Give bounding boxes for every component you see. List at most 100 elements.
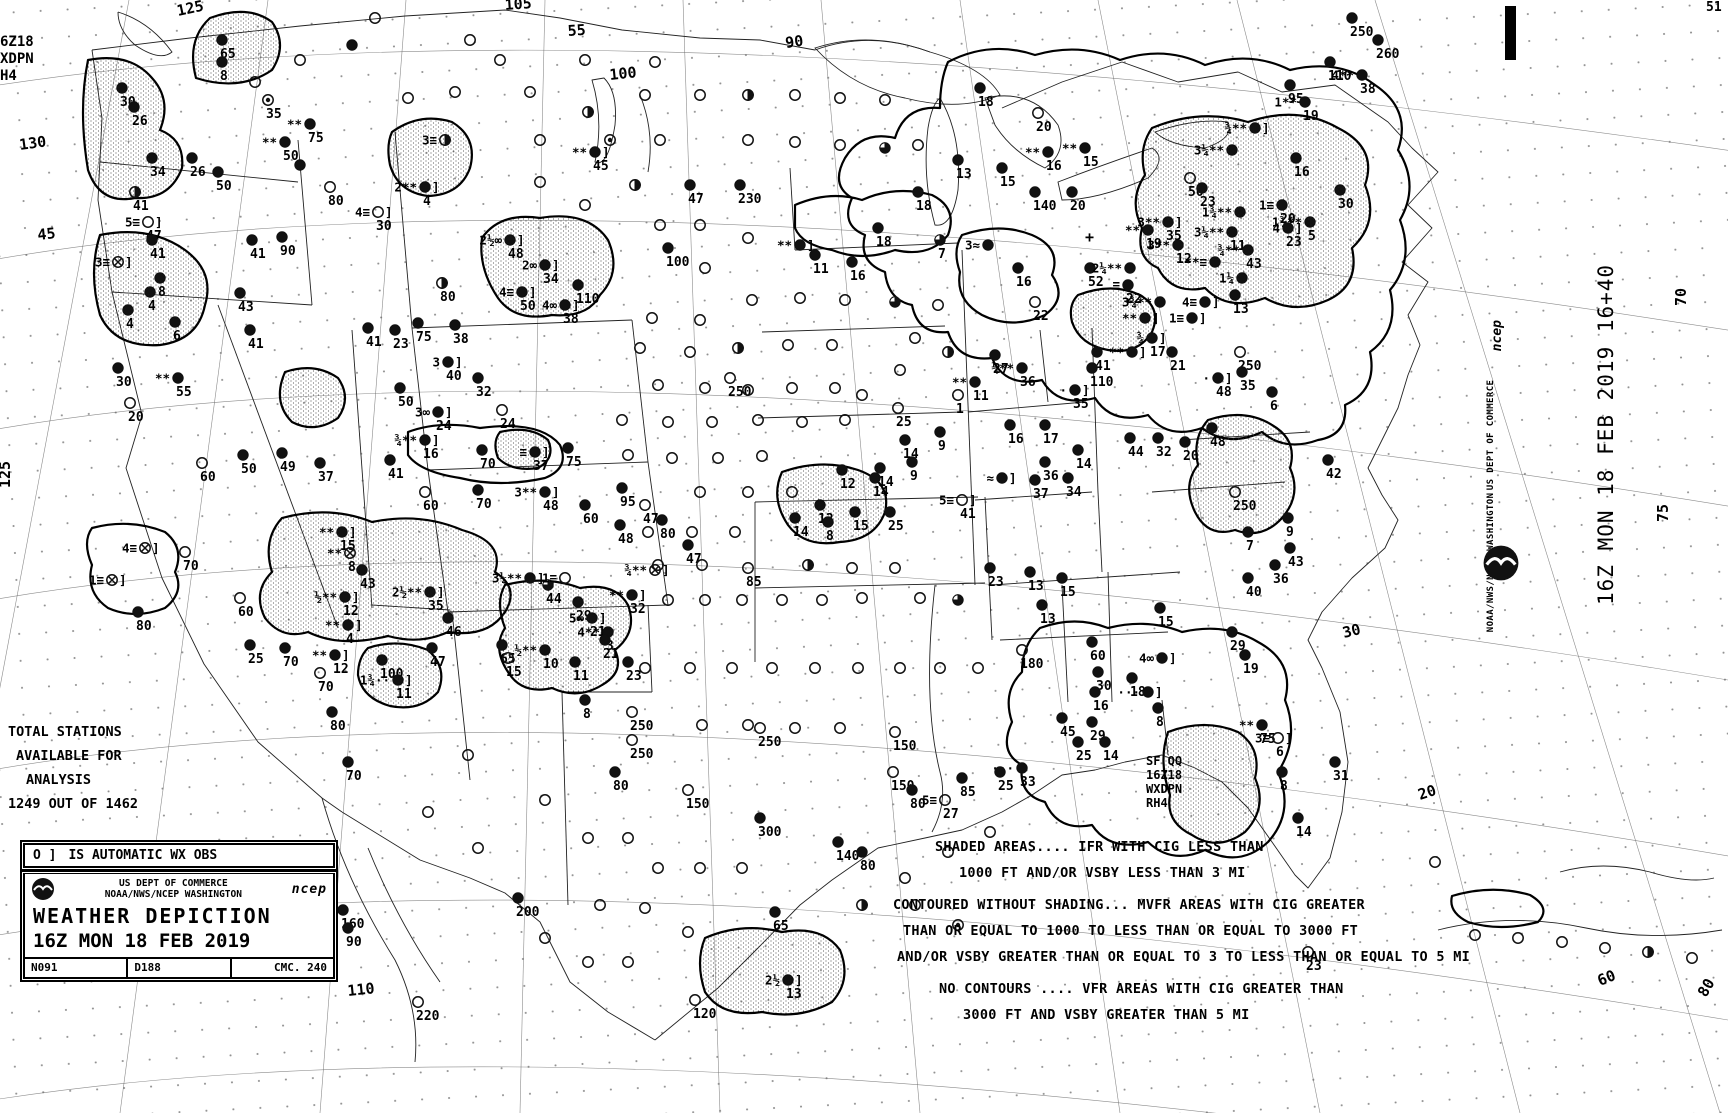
station-plot: 8: [579, 694, 591, 722]
station-plot: 4∞]: [1139, 651, 1177, 666]
station-plot: 80: [906, 784, 926, 812]
station-plot: [942, 346, 954, 358]
svg-text:41: 41: [366, 335, 382, 350]
station-plot: 2¼**: [1092, 261, 1136, 276]
station-plot: [846, 562, 858, 574]
station-plot: [539, 932, 551, 944]
graticule-label: 90: [784, 32, 804, 52]
svg-text:25: 25: [998, 779, 1014, 794]
svg-text:16: 16: [1016, 275, 1032, 290]
svg-text:]: ]: [1212, 295, 1220, 310]
svg-text:38: 38: [1360, 82, 1376, 97]
station-plot: 18: [912, 186, 932, 214]
station-plot: [682, 926, 694, 938]
svg-text:60: 60: [200, 470, 216, 485]
svg-text:49: 49: [280, 460, 296, 475]
svg-text:4∞: 4∞: [1139, 651, 1155, 666]
mvfr-contour: [1450, 888, 1545, 929]
station-plot: [652, 559, 664, 571]
svg-text:13: 13: [956, 167, 972, 182]
station-plot: 11: [809, 249, 829, 277]
svg-text:9: 9: [910, 469, 918, 484]
svg-text:43: 43: [1288, 555, 1304, 570]
svg-text:100: 100: [666, 255, 690, 270]
total-stations-line: TOTAL STATIONS: [8, 724, 122, 740]
svg-text:47: 47: [686, 552, 702, 567]
svg-text:13: 13: [1040, 612, 1056, 627]
svg-text:90: 90: [280, 244, 296, 259]
svg-text:22: 22: [1033, 309, 1049, 324]
svg-text:1≡: 1≡: [1259, 198, 1274, 213]
station-plot: [802, 559, 814, 571]
latitude-arc: [0, 49, 1728, 151]
station-plot: [782, 339, 794, 351]
station-plot: 48: [614, 519, 634, 547]
svg-text:16: 16: [850, 269, 866, 284]
station-plot: 6: [1266, 386, 1278, 414]
svg-text:11: 11: [973, 389, 989, 404]
station-plot: 100: [662, 242, 690, 270]
station-plot: 20: [124, 397, 144, 425]
svg-text:3≡: 3≡: [422, 133, 437, 148]
svg-text:60: 60: [238, 605, 254, 620]
svg-text:27: 27: [943, 807, 959, 822]
station-plot: 7: [934, 234, 946, 262]
station-plot: [856, 389, 868, 401]
svg-text:22: 22: [1126, 292, 1142, 307]
station-plot: 50: [394, 382, 414, 410]
svg-text:42: 42: [1326, 467, 1342, 482]
graticule-label: 125: [175, 0, 205, 20]
svg-text:26: 26: [190, 165, 206, 180]
station-plot: 80: [436, 277, 456, 305]
station-id-line: SF QQ: [1146, 754, 1183, 768]
station-plot: [579, 54, 591, 66]
svg-text:4: 4: [1272, 221, 1280, 236]
station-plot: 47: [684, 179, 704, 207]
svg-text:]: ]: [1159, 331, 1167, 346]
station-plot: 17: [1039, 419, 1059, 447]
station-plot: 75**: [1239, 718, 1276, 748]
state-border: [967, 401, 1086, 413]
station-plot: [839, 414, 851, 426]
svg-text:80: 80: [330, 719, 346, 734]
station-plot: 110: [572, 279, 600, 307]
station-plot: [249, 76, 261, 88]
svg-text:45: 45: [1060, 725, 1076, 740]
legend-line: NO CONTOURS .... VFR AREAS WITH CIG GREA…: [939, 981, 1344, 997]
svg-text:80: 80: [136, 619, 152, 634]
svg-text:···: ···: [1117, 685, 1140, 700]
station-plot: 4: [144, 286, 156, 314]
svg-text:47: 47: [430, 655, 446, 670]
station-plot: [726, 662, 738, 674]
margin-noaa-logo: [1482, 544, 1520, 586]
svg-text:3¼**: 3¼**: [1194, 225, 1224, 240]
svg-text:1¼: 1¼: [1219, 271, 1234, 286]
svg-text:75: 75: [416, 330, 432, 345]
svg-text:2¼**: 2¼**: [1092, 261, 1122, 276]
state-border: [647, 461, 669, 606]
svg-text:]: ]: [352, 590, 360, 605]
svg-text:150: 150: [893, 739, 917, 754]
state-border: [451, 611, 471, 781]
station-plot: [449, 86, 461, 98]
station-plot: 42**]: [394, 180, 439, 210]
svg-text:7: 7: [938, 247, 946, 262]
station-plot: [684, 662, 696, 674]
svg-text:]: ]: [119, 573, 127, 588]
station-plot: 41: [146, 234, 166, 262]
station-plot: **]: [777, 238, 815, 253]
station-plot: 80: [609, 766, 629, 794]
svg-text:55: 55: [176, 385, 192, 400]
station-plots: 30266583426503575**50**8041475≡]4141903≡…: [89, 12, 1698, 1024]
svg-text:5≡: 5≡: [939, 493, 954, 508]
ncep-logo: ncep: [291, 881, 327, 897]
svg-text:5∞: 5∞: [569, 611, 585, 626]
station-plot: 234]: [1272, 221, 1302, 251]
station-plot: [539, 794, 551, 806]
svg-text:43: 43: [238, 300, 254, 315]
total-stations-line: AVAILABLE FOR: [16, 748, 122, 764]
svg-text:120: 120: [693, 1007, 717, 1022]
svg-text:3**: 3**: [514, 485, 537, 500]
svg-text:40: 40: [446, 369, 462, 384]
